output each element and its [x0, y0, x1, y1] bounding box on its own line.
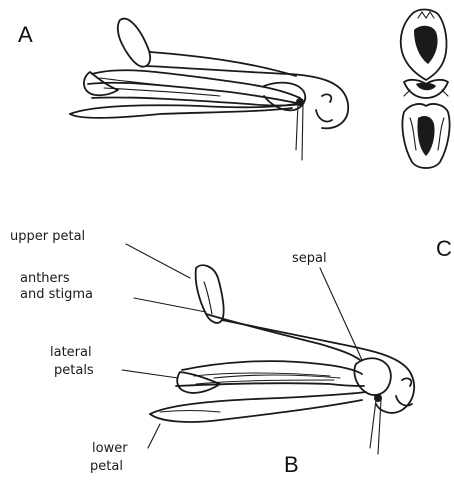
- label-anthers-line2: and stigma: [20, 287, 93, 302]
- label-lateral-line2: petals: [54, 363, 94, 378]
- label-lower-line1: lower: [92, 441, 128, 456]
- flower-b-drawing: [150, 265, 414, 454]
- leader-lower-petal: [148, 424, 160, 448]
- flower-c-drawing: [401, 10, 450, 169]
- label-lower-line2: petal: [90, 459, 123, 474]
- panel-label-b: B: [284, 452, 299, 477]
- leader-lateral-petals: [122, 370, 178, 378]
- label-sepal: sepal: [292, 251, 327, 266]
- label-upper-petal: upper petal: [10, 229, 85, 244]
- flower-a-drawing: [70, 19, 348, 160]
- leader-upper-petal: [126, 244, 190, 278]
- panel-label-a: A: [18, 22, 33, 47]
- label-lateral-line1: lateral: [50, 345, 92, 360]
- label-anthers-line1: anthers: [20, 271, 70, 286]
- panel-label-c: C: [436, 236, 452, 261]
- leader-anthers: [134, 298, 206, 312]
